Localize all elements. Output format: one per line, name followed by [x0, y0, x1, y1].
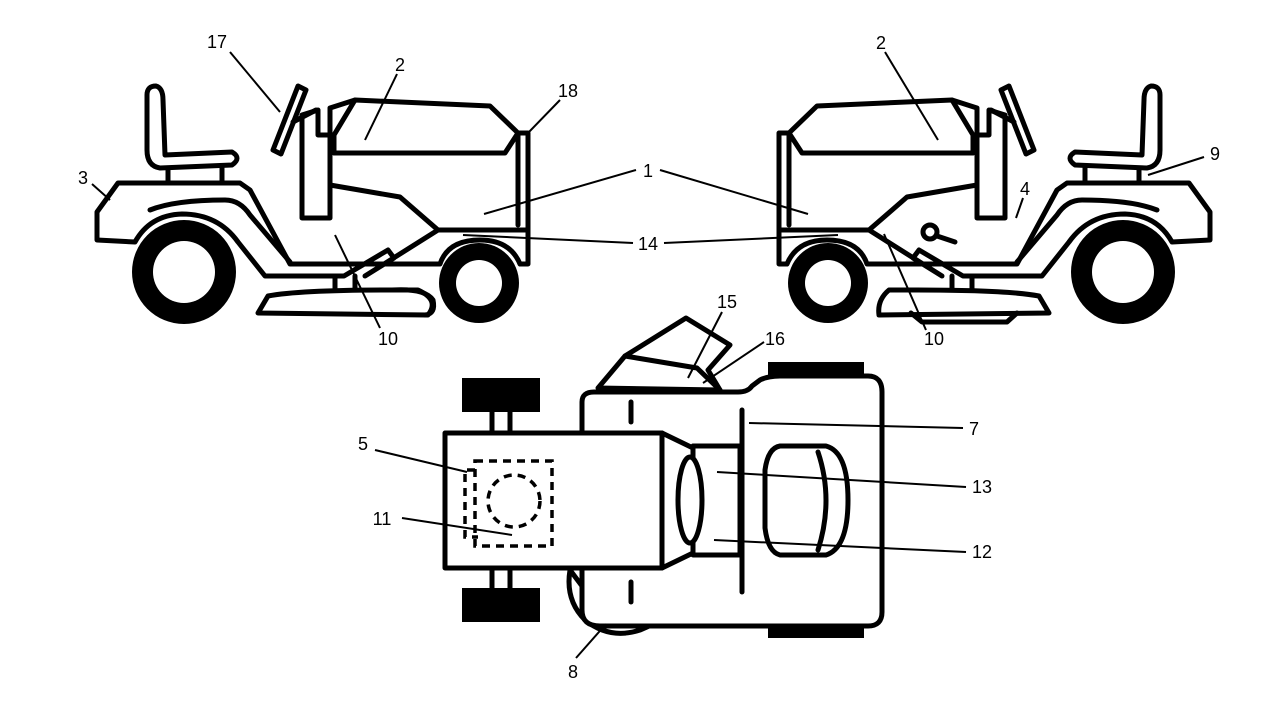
callout-11: 11	[373, 509, 392, 529]
leader-2-right	[884, 51, 939, 141]
left-steering-shaft	[290, 107, 319, 125]
right-rear-hub	[1092, 241, 1154, 303]
right-hood-front-edge	[949, 97, 976, 156]
left-dash-panel	[299, 107, 333, 221]
right-hood-crease	[786, 130, 976, 156]
callout-4: 4	[1020, 179, 1030, 199]
leader-7	[748, 422, 964, 429]
callout-18: 18	[558, 81, 578, 101]
leader-14-left	[462, 234, 634, 244]
top-front-axle-lower	[489, 565, 513, 591]
leader-lines	[91, 51, 1205, 659]
leader-12	[713, 539, 967, 553]
left-fender-inner	[147, 197, 293, 265]
callout-3: 3	[78, 168, 88, 188]
top-engine-outline-dashed	[473, 459, 554, 548]
top-seat	[762, 443, 851, 558]
callout-10-right: 10	[924, 329, 944, 349]
leader-15	[687, 311, 723, 379]
left-hood	[327, 97, 531, 233]
leader-11	[401, 517, 513, 536]
right-deck-hanger	[949, 273, 975, 293]
top-steering-wheel	[675, 454, 705, 546]
right-deck-skirt	[908, 310, 1020, 325]
leader-8	[575, 623, 607, 659]
right-front-hub	[805, 260, 851, 306]
callout-9: 9	[1210, 144, 1220, 164]
left-body	[94, 180, 531, 279]
leader-5	[374, 449, 468, 473]
leader-10-left	[334, 234, 381, 329]
right-side-view-mower	[776, 83, 1213, 325]
top-seat-back	[815, 449, 829, 553]
callout-10-left: 10	[378, 329, 398, 349]
leader-13	[716, 471, 967, 488]
top-engine-flywheel-dashed	[486, 473, 542, 529]
left-side-view-mower	[94, 83, 531, 324]
top-front-tire-upper	[462, 378, 540, 412]
top-view-mower	[442, 315, 885, 638]
callout-16: 16	[765, 329, 785, 349]
callout-1: 1	[643, 161, 653, 181]
top-front-axle-upper	[489, 409, 513, 436]
left-steering-wheel	[270, 83, 309, 157]
left-front-hub	[456, 260, 502, 306]
right-steering-wheel	[998, 83, 1037, 157]
right-lift-lever	[934, 233, 958, 245]
left-deck-chute	[389, 287, 437, 318]
leader-14-right	[663, 234, 839, 244]
right-mower-deck	[876, 287, 1052, 318]
leader-3	[91, 183, 111, 201]
leader-9	[1147, 156, 1205, 176]
callout-15: 15	[717, 292, 737, 312]
right-lift-lever-knob	[920, 222, 940, 242]
top-chute-fold	[622, 353, 723, 393]
right-dash-panel	[974, 107, 1008, 221]
right-body	[776, 180, 1213, 279]
top-front-tire-lower	[462, 588, 540, 622]
callout-14: 14	[638, 234, 658, 254]
callout-2-left: 2	[395, 55, 405, 75]
callout-8: 8	[568, 662, 578, 682]
right-steering-shaft	[988, 107, 1017, 125]
leader-2-left	[364, 73, 398, 141]
top-rear-tire-upper	[768, 362, 864, 376]
right-hood	[776, 97, 980, 233]
right-seat-back	[1067, 83, 1163, 171]
left-hood-front-edge	[331, 97, 358, 156]
left-hood-crease	[331, 130, 521, 156]
leader-10-right	[883, 233, 927, 331]
left-mower-deck	[255, 287, 435, 318]
leader-1-left	[483, 169, 637, 215]
leader-17	[229, 51, 281, 113]
right-fender-inner	[1014, 197, 1160, 265]
left-seat-back	[144, 83, 240, 171]
callout-2-right: 2	[876, 33, 886, 53]
callout-13: 13	[972, 477, 992, 497]
leader-4	[1015, 197, 1024, 219]
callout-5: 5	[358, 434, 368, 454]
leader-18	[527, 99, 561, 134]
callout-labels: 17 2 18 3 10 1 14 2 9 4 10 15 16 7 5 13 …	[78, 32, 1220, 682]
leader-1-right	[659, 169, 809, 215]
top-battery-dashed	[463, 468, 478, 539]
callout-7: 7	[969, 419, 979, 439]
callout-17: 17	[207, 32, 227, 52]
callout-12: 12	[972, 542, 992, 562]
leader-16	[702, 341, 765, 384]
left-rear-hub	[153, 241, 215, 303]
